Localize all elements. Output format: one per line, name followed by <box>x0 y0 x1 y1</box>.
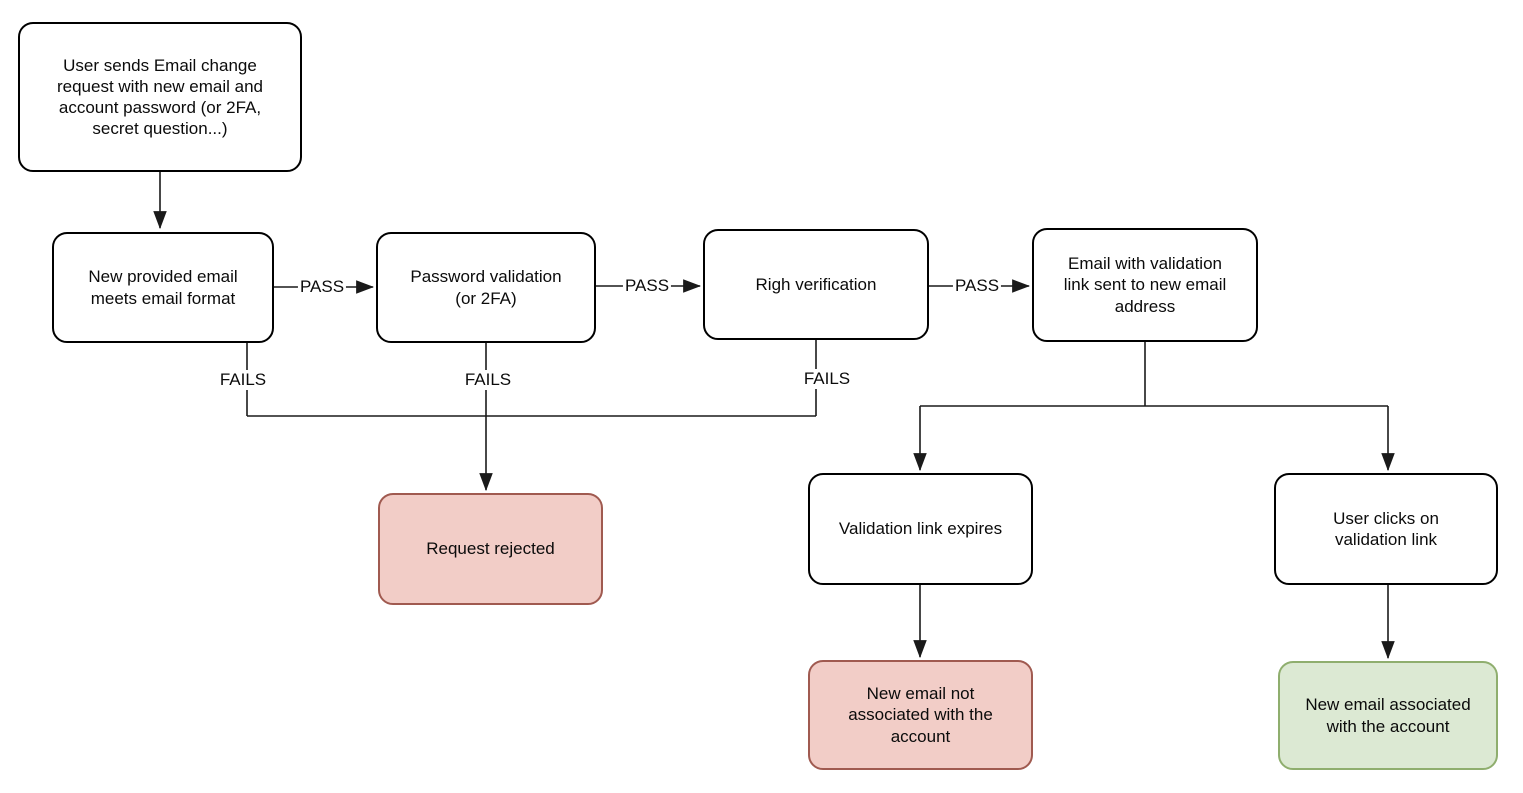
node-user-clicks-link: User clicks on validation link <box>1274 473 1498 585</box>
node-label: Validation link expires <box>838 519 1003 539</box>
node-email-associated: New email associated with the account <box>1278 661 1498 770</box>
node-label: User sends Email change request with new… <box>56 55 263 139</box>
edge-label-pass-1: PASS <box>297 277 347 297</box>
node-label: New email associated with the account <box>1305 695 1471 736</box>
edge-label-pass-2: PASS <box>622 276 672 296</box>
edge-label-fails-1: FAILS <box>217 370 269 390</box>
node-user-sends-request: User sends Email change request with new… <box>18 22 302 172</box>
node-validation-link-expires: Validation link expires <box>808 473 1033 585</box>
node-label: Request rejected <box>426 539 555 559</box>
node-validation-email-sent: Email with validation link sent to new e… <box>1032 228 1258 342</box>
node-label: Password validation (or 2FA) <box>410 267 562 308</box>
node-label: New provided email meets email format <box>88 267 238 308</box>
node-label: New email not associated with the accoun… <box>848 684 993 746</box>
node-label: User clicks on validation link <box>1333 508 1439 549</box>
edge-label-fails-3: FAILS <box>801 369 853 389</box>
node-email-not-associated: New email not associated with the accoun… <box>808 660 1033 770</box>
node-request-rejected: Request rejected <box>378 493 603 605</box>
node-email-format-check: New provided email meets email format <box>52 232 274 343</box>
edge-label-pass-3: PASS <box>952 276 1002 296</box>
node-label: Righ verification <box>755 274 877 294</box>
node-righ-verification: Righ verification <box>703 229 929 340</box>
node-label: Email with validation link sent to new e… <box>1063 254 1227 316</box>
node-password-validation: Password validation (or 2FA) <box>376 232 596 343</box>
edge-label-fails-2: FAILS <box>462 370 514 390</box>
